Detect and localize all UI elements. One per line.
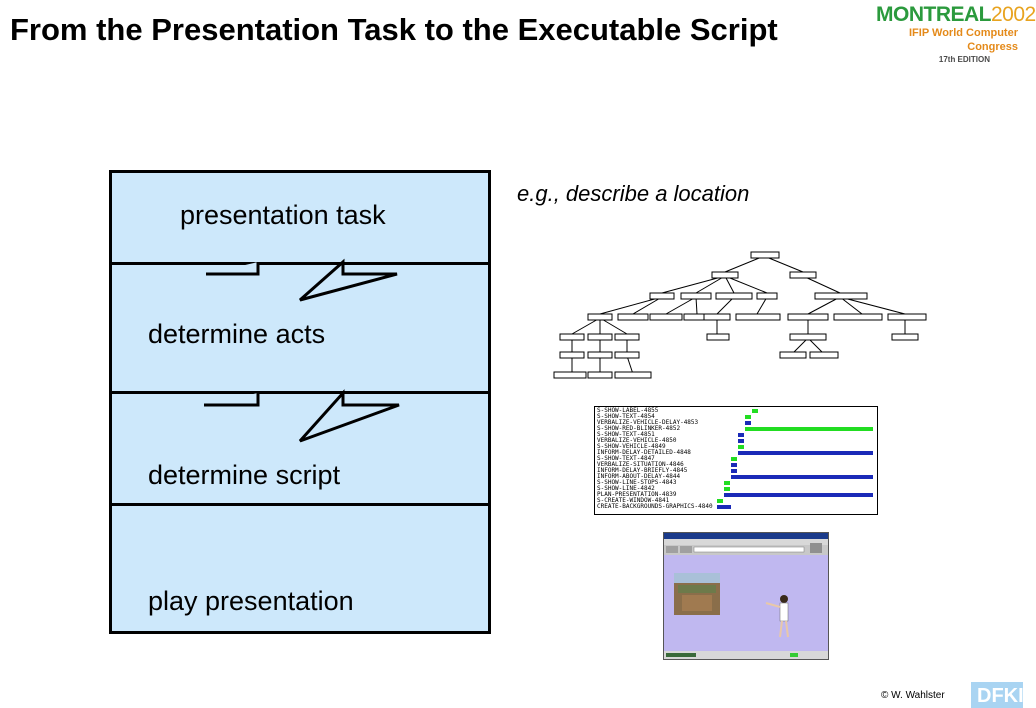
dfki-logo: DFKI [957,680,1024,708]
script-line: VERBALIZE-VEHICLE-DELAY-4853 [597,419,699,426]
example-caption: e.g., describe a location [517,181,750,206]
timeline-bar [738,451,873,455]
script-line: S-SHOW-TEXT-4854 [597,413,655,420]
timeline-bar [724,487,730,491]
timeline-bar [724,481,730,485]
ifip-montreal-logo: MONTREAL2002 IFIP World Computer Congres… [876,3,1036,65]
step-presentation-task: presentation task [180,200,386,230]
down-arrow-icon [206,258,398,302]
script-line: INFORM-DELAY-BRIEFLY-4845 [597,467,688,474]
timeline-bar [738,445,744,449]
timeline-bar [717,499,723,503]
logo-wordmark: MONTREAL2002 [876,3,1036,26]
timeline-bar [731,463,737,467]
plan-tree-diagram [553,251,927,379]
script-line: S-SHOW-LINE-4842 [597,485,655,492]
timeline-bar [731,469,737,473]
script-line: PLAN-PRESENTATION-4839 [597,491,677,498]
slide-title: From the Presentation Task to the Execut… [10,12,778,47]
browser-window-screenshot [663,532,829,660]
script-timeline-chart: S-SHOW-LABEL-4855 S-SHOW-TEXT-4854 VERBA… [594,406,878,515]
step-determine-script: determine script [148,460,341,490]
script-line: S-CREATE-WINDOW-4841 [597,497,670,504]
script-line: VERBALIZE-VEHICLE-4850 [597,437,677,444]
logo-edition: 17th EDITION [938,55,990,64]
stage-divider [112,391,488,394]
timeline-bar [738,433,744,437]
pipeline-diagram: presentation task determine acts determi… [109,170,491,634]
script-line: VERBALIZE-SITUATION-4846 [597,461,684,468]
step-play-presentation: play presentation [148,586,354,616]
script-line: INFORM-ABOUT-DELAY-4844 [597,473,681,480]
script-line: S-SHOW-TEXT-4851 [597,431,655,438]
step-determine-acts: determine acts [148,319,326,349]
timeline-bar [731,475,873,479]
timeline-bar [745,421,751,425]
svg-text:DFKI: DFKI [977,685,1024,707]
stage-divider [112,503,488,506]
stage-divider [112,262,488,265]
timeline-bar [752,409,758,413]
logo-congress: IFIP World Computer Congress [909,27,1018,53]
timeline-bar [724,493,873,497]
script-line: INFORM-DELAY-DETAILED-4848 [597,449,691,456]
timeline-bar [745,427,873,431]
script-line: S-SHOW-LABEL-4855 [597,407,659,414]
timeline-bar [745,415,751,419]
script-line: S-SHOW-TEXT-4847 [597,455,655,462]
timeline-bar [738,439,744,443]
timeline-bar [717,505,731,509]
flow-arrows [204,258,400,443]
copyright-text: © W. Wahlster [881,690,945,701]
script-line: S-SHOW-LINE-STOPS-4843 [597,479,677,486]
script-line: S-SHOW-RED-BLINKER-4852 [597,425,681,432]
script-line: S-SHOW-VEHICLE-4849 [597,443,666,450]
script-line: CREATE-BACKGROUNDS-GRAPHICS-4840 [597,503,713,510]
presentation-player-thumbnail [664,533,828,659]
down-arrow-icon [204,389,400,443]
timeline-bar [731,457,737,461]
